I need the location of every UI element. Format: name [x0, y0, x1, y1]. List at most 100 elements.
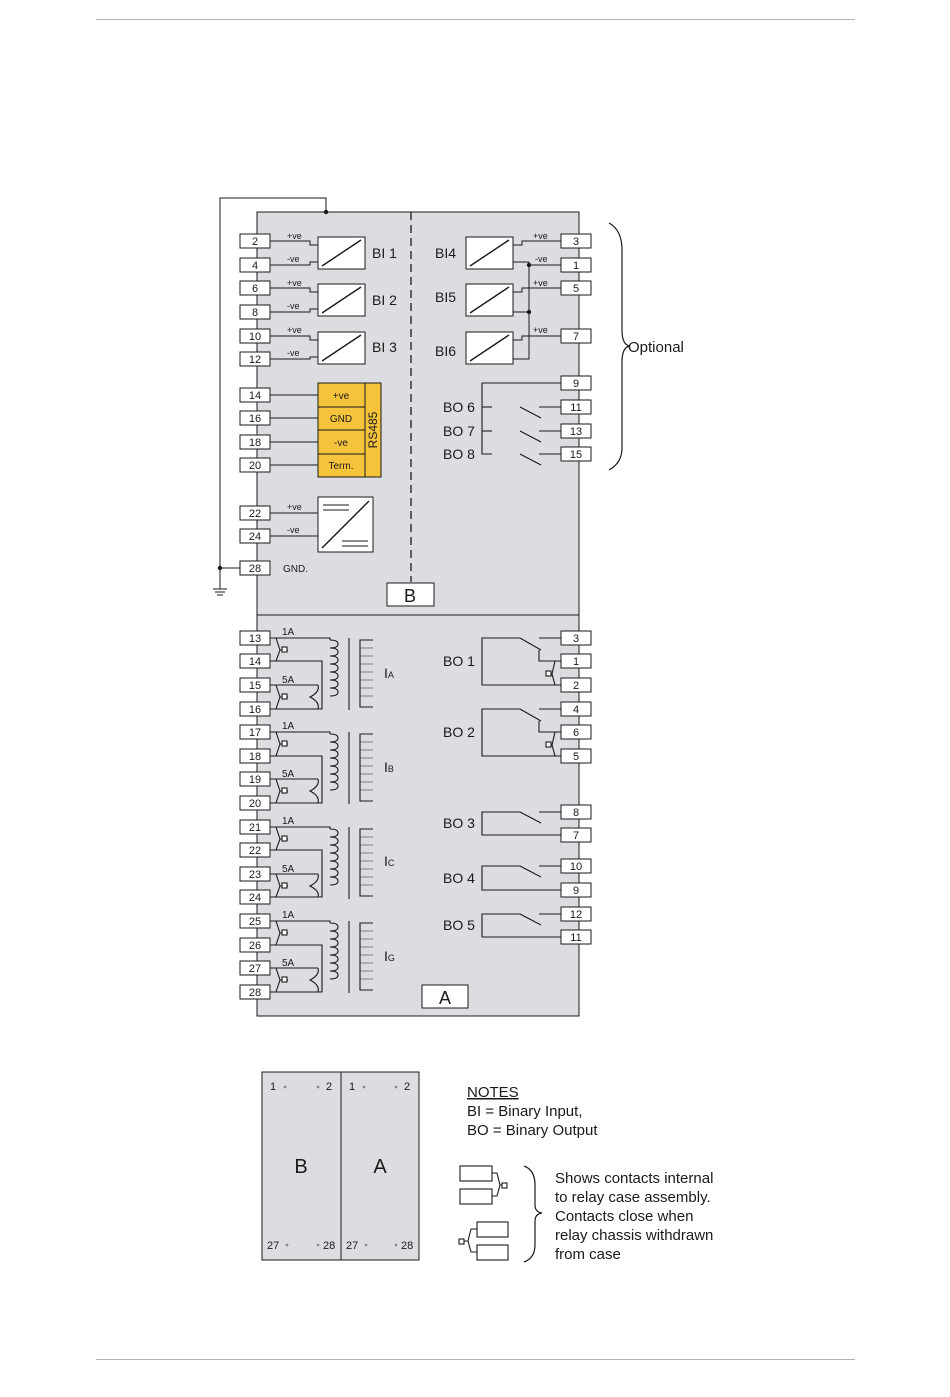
rear-pin-dots: [283, 1085, 398, 1247]
binary-input-block: [465, 283, 514, 317]
terminal: 6: [239, 280, 271, 296]
terminal: 22: [239, 505, 271, 521]
svg-text:16: 16: [249, 413, 261, 425]
terminal: 27: [239, 960, 271, 976]
terminal: 18: [239, 434, 271, 450]
bi6-label: BI6: [435, 343, 456, 359]
bo7-label: BO 7: [443, 423, 475, 439]
svg-text:27: 27: [249, 963, 261, 975]
tap-5a-label: 5A: [282, 958, 295, 969]
terminal: 12: [560, 906, 592, 922]
neg-label: -ve: [287, 254, 300, 264]
svg-text:1: 1: [573, 260, 579, 272]
neg-label: -ve: [287, 525, 300, 535]
power-supply-block: [317, 496, 374, 553]
rear-b-pin-bottom-right: 28: [323, 1240, 335, 1252]
terminal: 9: [560, 882, 592, 898]
contact-note-line-4: relay chassis withdrawn: [555, 1227, 713, 1244]
module-b-left-wires: [270, 240, 318, 537]
terminal: 12: [239, 351, 271, 367]
svg-text:13: 13: [249, 633, 261, 645]
notes-line-bi: BI = Binary Input,: [467, 1103, 582, 1120]
rear-a-pin-bottom-right: 28: [401, 1240, 413, 1252]
svg-text:22: 22: [249, 845, 261, 857]
contact-note-line-5: from case: [555, 1246, 621, 1263]
rear-a-label: A: [373, 1156, 387, 1178]
bo5-label: BO 5: [443, 917, 475, 933]
svg-text:9: 9: [573, 885, 579, 897]
svg-text:1: 1: [573, 656, 579, 668]
svg-text:28: 28: [249, 987, 261, 999]
module-b-label: B: [404, 586, 416, 606]
terminal: 18: [239, 748, 271, 764]
pos-label: +ve: [287, 325, 302, 335]
binary-input-block: [465, 236, 514, 270]
terminal: 8: [239, 304, 271, 320]
svg-text:18: 18: [249, 437, 261, 449]
bo8-label: BO 8: [443, 446, 475, 462]
svg-text:12: 12: [249, 354, 261, 366]
module-a-left-terminals: 13 14 15 16 17 18 19 20 21 22 23 24 25 2…: [239, 630, 271, 1000]
terminal: 11: [560, 399, 592, 415]
module-b-output-contacts: [481, 382, 561, 466]
rear-a-pin-bottom-left: 27: [346, 1240, 358, 1252]
pos-label: +ve: [533, 231, 548, 241]
svg-text:9: 9: [573, 378, 579, 390]
svg-text:5: 5: [573, 751, 579, 763]
rs485-gnd-label: GND: [330, 414, 352, 425]
bo6-label: BO 6: [443, 399, 475, 415]
terminal: 7: [560, 827, 592, 843]
ic-label: IC: [384, 853, 395, 869]
contact-symbol-legend: [458, 1165, 543, 1263]
ct-group-b: [270, 731, 373, 804]
svg-text:25: 25: [249, 916, 261, 928]
terminal: 16: [239, 701, 271, 717]
svg-text:3: 3: [573, 236, 579, 248]
bi2-label: BI 2: [372, 292, 397, 308]
terminal: 5: [560, 748, 592, 764]
tap-5a-label: 5A: [282, 864, 295, 875]
svg-text:8: 8: [252, 307, 258, 319]
pos-label: +ve: [287, 231, 302, 241]
pos-label: +ve: [287, 278, 302, 288]
module-b-left-terminals: 2 4 6 8 10 12 14 16 18 20 22 24 28: [239, 233, 271, 576]
terminal: 13: [239, 630, 271, 646]
notes-line-bo: BO = Binary Output: [467, 1122, 598, 1139]
earth-junction: [323, 209, 329, 215]
terminal: 20: [239, 457, 271, 473]
module-b-label-box: [386, 582, 435, 607]
rear-a-pin-top-left: 1: [349, 1081, 355, 1093]
svg-text:14: 14: [249, 656, 261, 668]
wire-junction: [526, 262, 532, 268]
terminal: 14: [239, 387, 271, 403]
module-a-label: A: [439, 988, 451, 1008]
svg-text:24: 24: [249, 531, 261, 543]
terminal: 24: [239, 889, 271, 905]
header-rule: [96, 19, 855, 20]
terminal: 23: [239, 866, 271, 882]
rs485-title: RS485: [366, 411, 380, 448]
pos-label: +ve: [287, 502, 302, 512]
tap-1a-label: 1A: [282, 721, 295, 732]
svg-text:11: 11: [570, 402, 581, 414]
svg-text:10: 10: [570, 861, 582, 873]
module-a-label-box: [421, 984, 469, 1009]
rear-b-pin-top-right: 2: [326, 1081, 332, 1093]
svg-text:2: 2: [252, 236, 258, 248]
svg-text:16: 16: [249, 704, 261, 716]
svg-text:22: 22: [249, 508, 261, 520]
bi4-label: BI4: [435, 245, 456, 261]
svg-text:10: 10: [249, 331, 261, 343]
pos-label: +ve: [533, 278, 548, 288]
tap-5a-label: 5A: [282, 675, 295, 686]
svg-text:20: 20: [249, 798, 261, 810]
svg-text:23: 23: [249, 869, 261, 881]
neg-label: -ve: [535, 254, 548, 264]
terminal: 24: [239, 528, 271, 544]
ig-label: IG: [384, 948, 395, 964]
terminal: 3: [560, 233, 592, 249]
terminal: 4: [560, 701, 592, 717]
module-a-output-contacts: [481, 637, 561, 938]
svg-text:6: 6: [252, 283, 258, 295]
ib-label: IB: [384, 759, 394, 775]
